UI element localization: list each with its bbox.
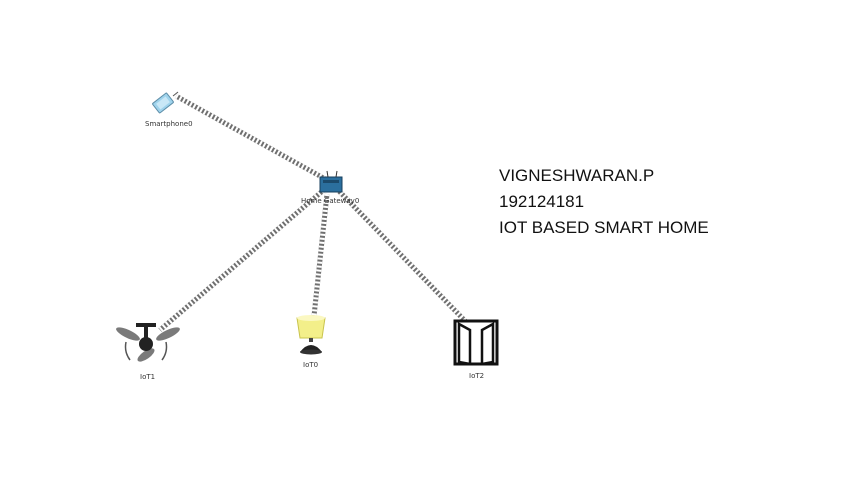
iot2-node[interactable]: IoT2 [453,319,499,380]
lamp-icon [296,315,326,355]
iot0-label: IoT0 [303,361,318,369]
project-title: IOT BASED SMART HOME [499,218,709,237]
link-gateway-iot2 [336,188,472,328]
smartphone-icon [152,91,179,114]
link-smartphone-gateway [174,93,329,183]
home-gateway-icon [319,170,343,193]
smartphone-label: Smartphone0 [145,120,193,128]
iot1-label: IoT1 [140,373,155,381]
wireless-links [158,93,472,332]
smartphone-node[interactable]: Smartphone0 [145,91,193,128]
author-name: VIGNESHWARAN.P [499,166,655,185]
iot1-node[interactable]: IoT1 [115,323,182,381]
link-gateway-iot1 [158,186,328,332]
ceiling-fan-icon [116,323,180,362]
iot2-label: IoT2 [469,372,484,380]
iot0-node[interactable]: IoT0 [296,315,326,369]
link-gateway-iot0 [311,193,330,317]
author-info: VIGNESHWARAN.P 192124181 IOT BASED SMART… [499,163,709,241]
home-gateway-label: Home Gateway0 [301,197,359,205]
author-id: 192124181 [499,192,585,211]
door-icon [453,319,499,366]
home-gateway-node[interactable]: Home Gateway0 [301,170,359,205]
